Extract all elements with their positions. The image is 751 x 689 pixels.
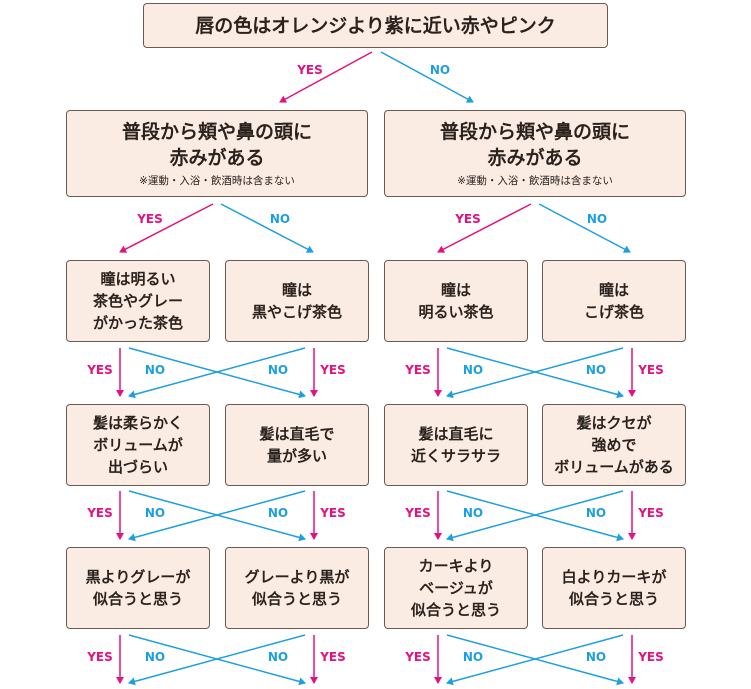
no-label: NO (462, 506, 484, 520)
yes-label: YES (297, 63, 323, 77)
yes-arrow (279, 51, 373, 103)
no-label: NO (585, 506, 607, 520)
question-hair-type: 髪はクセが 強めで ボリュームがある (542, 404, 686, 486)
question-text: 髪は直毛で 量が多い (259, 425, 335, 465)
question-note: ※運動・入浴・飲酒時は含まない (457, 175, 613, 187)
yes-label: YES (405, 363, 431, 377)
no-label: NO (267, 506, 289, 520)
yes-label: YES (87, 506, 113, 520)
yes-label: YES (320, 650, 346, 664)
yes-label: YES (638, 650, 664, 664)
question-text: 瞳は 黒やこげ茶色 (251, 281, 342, 321)
question-text: 唇の色はオレンジより紫に近い赤やピンク (195, 14, 556, 37)
yes-label: YES (405, 650, 431, 664)
yes-label: YES (455, 212, 481, 226)
no-label: NO (144, 363, 166, 377)
question-redness-left: 普段から頬や鼻の頭に 赤みがある ※運動・入浴・飲酒時は含まない (66, 110, 368, 197)
no-label: NO (586, 212, 608, 226)
no-arrow (446, 634, 624, 686)
question-text: 白よりカーキが 似合うと思う (561, 568, 667, 608)
question-hair-type: 髪は直毛で 量が多い (225, 404, 369, 486)
question-text: 普段から頬や鼻の頭に 赤みがある (121, 121, 312, 169)
question-text: 髪は柔らかく ボリュームが 出づらい (92, 414, 183, 476)
no-label: NO (267, 650, 289, 664)
no-label: NO (429, 63, 451, 77)
question-eye-color: 瞳は こげ茶色 (542, 260, 686, 342)
question-text: カーキより ベージュが 似合うと思う (410, 557, 501, 619)
yes-arrow (119, 203, 214, 253)
question-hair-type: 髪は柔らかく ボリュームが 出づらい (66, 404, 210, 486)
question-color-preference: グレーより黒が 似合うと思う (225, 547, 369, 629)
no-label: NO (269, 212, 291, 226)
no-label: NO (462, 650, 484, 664)
no-label: NO (267, 363, 289, 377)
question-text: 髪はクセが 強めで ボリュームがある (554, 414, 674, 476)
question-note: ※運動・入浴・飲酒時は含まない (139, 175, 295, 187)
yes-label: YES (405, 506, 431, 520)
no-label: NO (585, 650, 607, 664)
question-text: 瞳は明るい 茶色やグレー がかった茶色 (92, 270, 183, 332)
no-arrow (128, 634, 306, 686)
no-arrow (446, 490, 624, 542)
no-label: NO (144, 650, 166, 664)
question-redness-right: 普段から頬や鼻の頭に 赤みがある ※運動・入浴・飲酒時は含まない (384, 110, 686, 197)
question-text: 普段から頬や鼻の頭に 赤みがある (439, 121, 630, 169)
no-arrow (128, 490, 306, 542)
question-text: 黒よりグレーが 似合うと思う (85, 568, 191, 608)
no-arrow (220, 203, 314, 253)
question-hair-type: 髪は直毛に 近くサラサラ (384, 404, 528, 486)
yes-label: YES (137, 212, 163, 226)
question-text: 瞳は こげ茶色 (583, 281, 644, 321)
no-arrow (380, 51, 474, 103)
no-arrow (128, 347, 306, 399)
yes-label: YES (638, 506, 664, 520)
no-arrow (538, 203, 631, 253)
no-label: NO (585, 363, 607, 377)
question-eye-color: 瞳は 明るい茶色 (384, 260, 528, 342)
no-arrow (446, 347, 624, 399)
no-label: NO (462, 363, 484, 377)
yes-label: YES (638, 363, 664, 377)
question-color-preference: 黒よりグレーが 似合うと思う (66, 547, 210, 629)
question-color-preference: カーキより ベージュが 似合うと思う (384, 547, 528, 629)
yes-label: YES (87, 650, 113, 664)
question-color-preference: 白よりカーキが 似合うと思う (542, 547, 686, 629)
question-text: 髪は直毛に 近くサラサラ (410, 425, 501, 465)
question-lip-color: 唇の色はオレンジより紫に近い赤やピンク (143, 3, 608, 48)
yes-label: YES (320, 506, 346, 520)
question-eye-color: 瞳は 黒やこげ茶色 (225, 260, 369, 342)
question-text: グレーより黒が 似合うと思う (244, 568, 350, 608)
question-text: 瞳は 明るい茶色 (418, 281, 494, 321)
question-eye-color: 瞳は明るい 茶色やグレー がかった茶色 (66, 260, 210, 342)
yes-arrow (437, 203, 532, 253)
yes-label: YES (320, 363, 346, 377)
no-label: NO (144, 506, 166, 520)
yes-label: YES (87, 363, 113, 377)
